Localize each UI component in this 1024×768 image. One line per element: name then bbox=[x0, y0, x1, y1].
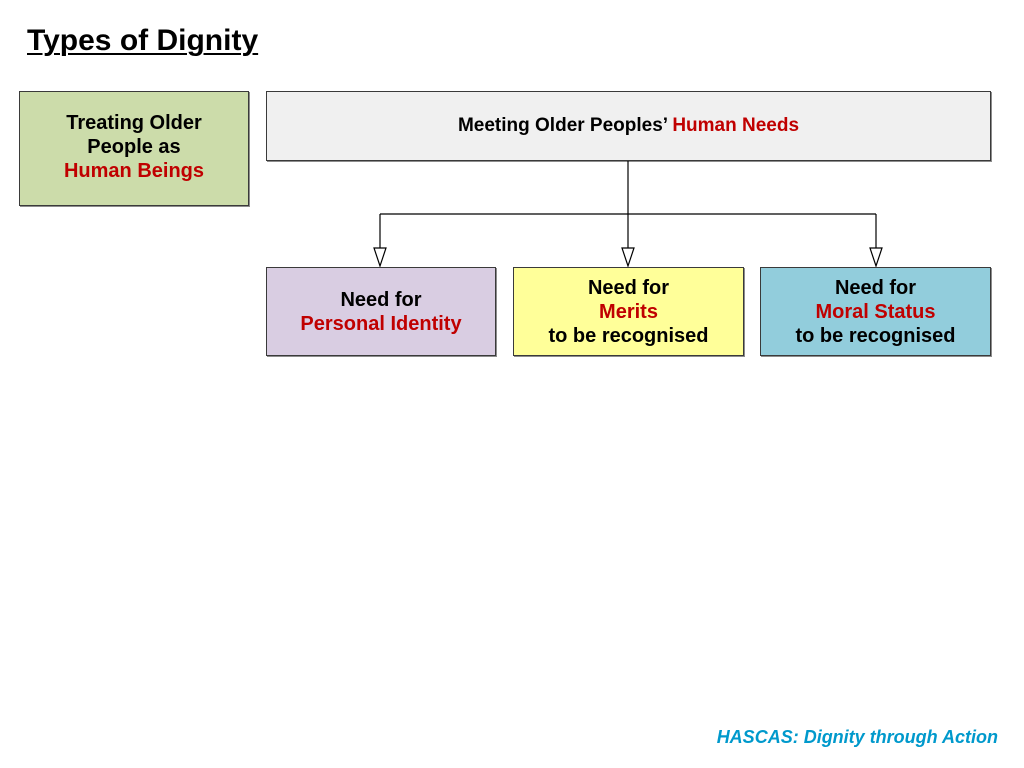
human-beings-box: Treating Older People as Human Beings bbox=[19, 91, 249, 206]
arrowhead-personal-identity bbox=[373, 247, 387, 268]
personal-identity-box: Need for Personal Identity bbox=[266, 267, 496, 356]
moral-status-highlight: Moral Status bbox=[815, 300, 936, 323]
arrowhead-merits bbox=[621, 247, 635, 268]
human-needs-label: Meeting Older Peoples’ bbox=[457, 115, 673, 136]
moral-status-box: Need for Moral Status to be recognised bbox=[760, 267, 991, 356]
human-beings-highlight: Human Beings bbox=[63, 160, 205, 182]
personal-identity-line-1: Need for bbox=[340, 288, 422, 311]
merits-line-3: to be recognised bbox=[548, 324, 709, 347]
human-beings-line-1: Treating Older bbox=[66, 112, 202, 134]
arrowhead-moral-status bbox=[869, 247, 883, 268]
human-needs-text: Meeting Older Peoples’ Human Needs bbox=[458, 114, 799, 138]
human-needs-box: Meeting Older Peoples’ Human Needs bbox=[266, 91, 991, 161]
page-title: Types of Dignity bbox=[27, 24, 259, 57]
moral-status-line-1: Need for bbox=[834, 276, 917, 299]
merits-line-1: Need for bbox=[587, 276, 670, 299]
footer-caption: HASCAS: Dignity through Action bbox=[716, 727, 998, 747]
human-needs-highlight: Human Needs bbox=[672, 115, 800, 136]
personal-identity-highlight: Personal Identity bbox=[300, 312, 462, 335]
human-beings-line-2: People as bbox=[87, 136, 181, 158]
moral-status-line-3: to be recognised bbox=[795, 324, 956, 347]
merits-box: Need for Merits to be recognised bbox=[513, 267, 744, 356]
merits-highlight: Merits bbox=[599, 300, 658, 323]
